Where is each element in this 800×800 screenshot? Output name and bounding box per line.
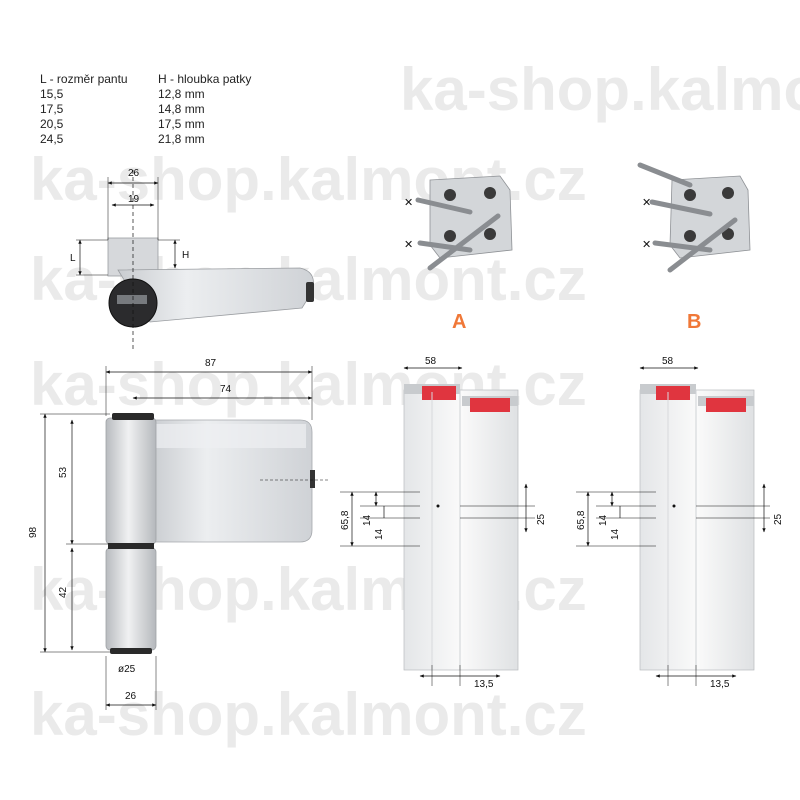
spec-table-row: 15,5 12,8 mm — [40, 87, 251, 102]
plate-screws — [415, 197, 501, 271]
dim-25-label: 25 — [536, 513, 547, 525]
hinge-end-cap — [306, 282, 314, 302]
gasket-red — [706, 398, 746, 412]
cell-h: 21,8 mm — [158, 132, 205, 146]
spec-table-header: L - rozměr pantu H - hloubka patky — [40, 72, 251, 87]
hinge-front-view: 87 74 98 53 42 ø25 26 — [28, 358, 330, 710]
header-l: L - rozměr pantu — [40, 72, 128, 86]
profile-body — [403, 389, 519, 671]
top-cap — [112, 413, 154, 420]
gasket-red — [470, 398, 510, 412]
spec-table-row: 20,5 17,5 mm — [40, 117, 251, 132]
dim-65-8-label: 65,8 — [340, 510, 351, 530]
profile-section-b: 58 65,8 14 14 25 13,5 — [576, 356, 784, 690]
dim-98-label: 98 — [28, 526, 39, 538]
gasket-red — [656, 386, 690, 400]
dim-74-label: 74 — [220, 384, 232, 395]
barrel-joint — [108, 543, 154, 549]
plate-hole — [722, 187, 734, 199]
dim-26-bottom-label: 26 — [125, 691, 137, 702]
dim-13-5-label: 13,5 — [710, 679, 730, 690]
gasket-red — [422, 386, 456, 400]
svg-text:✕: ✕ — [642, 197, 651, 209]
bottom-cap — [110, 648, 152, 654]
dim-14b-label: 14 — [374, 528, 385, 540]
plate-hole — [484, 187, 496, 199]
dim-19-label: 19 — [128, 194, 140, 205]
profile-section-a: 58 65,8 14 14 25 13,5 — [340, 356, 547, 690]
cell-h: 17,5 mm — [158, 117, 205, 131]
dim-58-label: 58 — [425, 356, 437, 367]
barrel-slot — [117, 295, 147, 304]
dim-53-label: 53 — [58, 466, 69, 478]
upper-barrel — [105, 417, 157, 545]
dimension-spec-table: L - rozměr pantu H - hloubka patky 15,5 … — [40, 72, 251, 147]
cell-l: 20,5 — [40, 117, 64, 131]
cell-l: 15,5 — [40, 87, 64, 101]
hinge-screw-cap — [310, 470, 315, 488]
dim-14b-label: 14 — [610, 528, 621, 540]
svg-text:✕: ✕ — [404, 239, 413, 251]
plate-hole — [722, 228, 734, 240]
dim-13-5-label: 13,5 — [474, 679, 494, 690]
hinge-arm-front — [149, 419, 313, 543]
spec-table-row: 17,5 14,8 mm — [40, 102, 251, 117]
dim-87-label: 87 — [205, 358, 217, 369]
plate-hole — [684, 230, 696, 242]
dim-42-label: 42 — [58, 586, 69, 598]
watermark-text: ka-shop.kalmont.cz — [30, 681, 587, 748]
dim-65-8-label: 65,8 — [576, 510, 587, 530]
cell-h: 12,8 mm — [158, 87, 205, 101]
hole-mark — [672, 504, 676, 508]
lower-barrel — [105, 547, 157, 651]
mounting-plate-a: ✕ ✕ A — [404, 175, 513, 333]
mounting-plate-b: ✕ ✕ B — [637, 162, 751, 333]
hinge-arm-shape — [117, 267, 314, 323]
profile-body — [639, 389, 755, 671]
dim-14a-label: 14 — [362, 514, 373, 526]
plate-hole — [684, 189, 696, 201]
dim-26-label: 26 — [128, 168, 140, 179]
dim-58-label: 58 — [662, 356, 674, 367]
plate-hole — [444, 189, 456, 201]
dim-d25-label: ø25 — [118, 664, 136, 675]
dim-14a-label: 14 — [598, 514, 609, 526]
arm-highlight — [156, 424, 306, 448]
cell-h: 14,8 mm — [158, 102, 205, 116]
watermark-text: ka-shop.kalmont.cz — [400, 56, 800, 123]
svg-text:✕: ✕ — [404, 197, 413, 209]
spec-table-row: 24,5 21,8 mm — [40, 132, 251, 147]
dim-l-label: L — [70, 253, 76, 264]
dim-25-label: 25 — [773, 513, 784, 525]
label-b: B — [687, 311, 701, 333]
svg-text:✕: ✕ — [642, 239, 651, 251]
cell-l: 17,5 — [40, 102, 64, 116]
plate-screws — [637, 162, 738, 273]
hinge-top-view: 26 19 L H — [70, 168, 314, 350]
plate-hole — [444, 230, 456, 242]
hole-mark — [436, 504, 440, 508]
header-h: H - hloubka patky — [158, 72, 252, 86]
plate-hole — [484, 228, 496, 240]
dim-h-label: H — [182, 250, 189, 261]
label-a: A — [452, 311, 466, 333]
cell-l: 24,5 — [40, 132, 64, 146]
